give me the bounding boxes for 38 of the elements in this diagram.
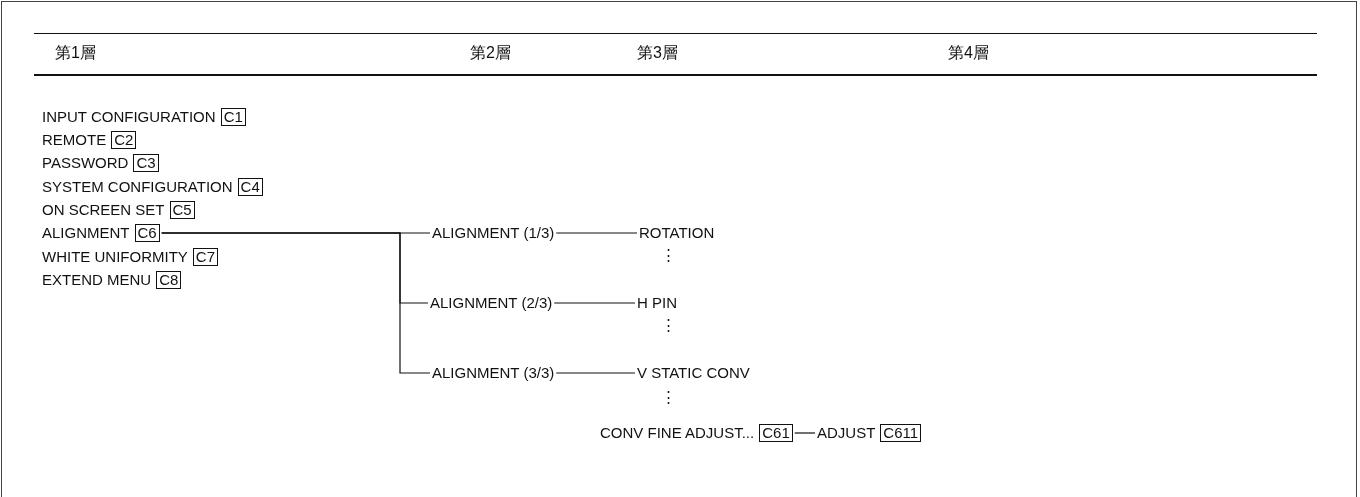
continuation-dots: ⋮ [661, 388, 676, 406]
menu-code: C611 [880, 424, 922, 442]
menu-code: C61 [759, 424, 793, 442]
column-header: 第3層 [637, 44, 678, 62]
menu-code: C3 [133, 154, 159, 172]
menu-item-label: CONV FINE ADJUST... [600, 424, 755, 442]
menu-item-label: H PIN [637, 294, 677, 312]
connector-line [794, 432, 816, 434]
column-header: 第2層 [470, 44, 511, 62]
menu-item-label: ALIGNMENT (1/3) [432, 224, 555, 242]
menu-item-label: INPUT CONFIGURATION [42, 108, 216, 126]
connector-line [555, 232, 638, 234]
menu-code: C2 [111, 131, 137, 149]
menu-item-label: ALIGNMENT (3/3) [432, 364, 555, 382]
column-header: 第4層 [948, 44, 989, 62]
menu-item-label: REMOTE [42, 131, 107, 149]
connector-line [553, 302, 636, 304]
menu-code: C1 [220, 108, 246, 126]
menu-item-label: ALIGNMENT (2/3) [430, 294, 553, 312]
menu-code: C4 [237, 178, 263, 196]
connector-line [555, 372, 636, 374]
menu-item-label: ADJUST [817, 424, 876, 442]
continuation-dots: ⋮ [661, 316, 676, 334]
connector-line [161, 232, 431, 374]
menu-item-label: ALIGNMENT [42, 224, 130, 242]
menu-item-label: PASSWORD [42, 154, 129, 172]
menu-item-label: ON SCREEN SET [42, 201, 165, 219]
menu-code: C5 [169, 201, 195, 219]
menu-item-label: ROTATION [639, 224, 715, 242]
continuation-dots: ⋮ [661, 246, 676, 264]
menu-item-label: V STATIC CONV [637, 364, 750, 382]
column-header: 第1層 [55, 44, 96, 62]
menu-code: C7 [192, 248, 218, 266]
menu-code: C6 [134, 224, 160, 242]
menu-code: C8 [156, 271, 182, 289]
menu-item-label: SYSTEM CONFIGURATION [42, 178, 233, 196]
menu-item-label: WHITE UNIFORMITY [42, 248, 188, 266]
menu-item-label: EXTEND MENU [42, 271, 152, 289]
